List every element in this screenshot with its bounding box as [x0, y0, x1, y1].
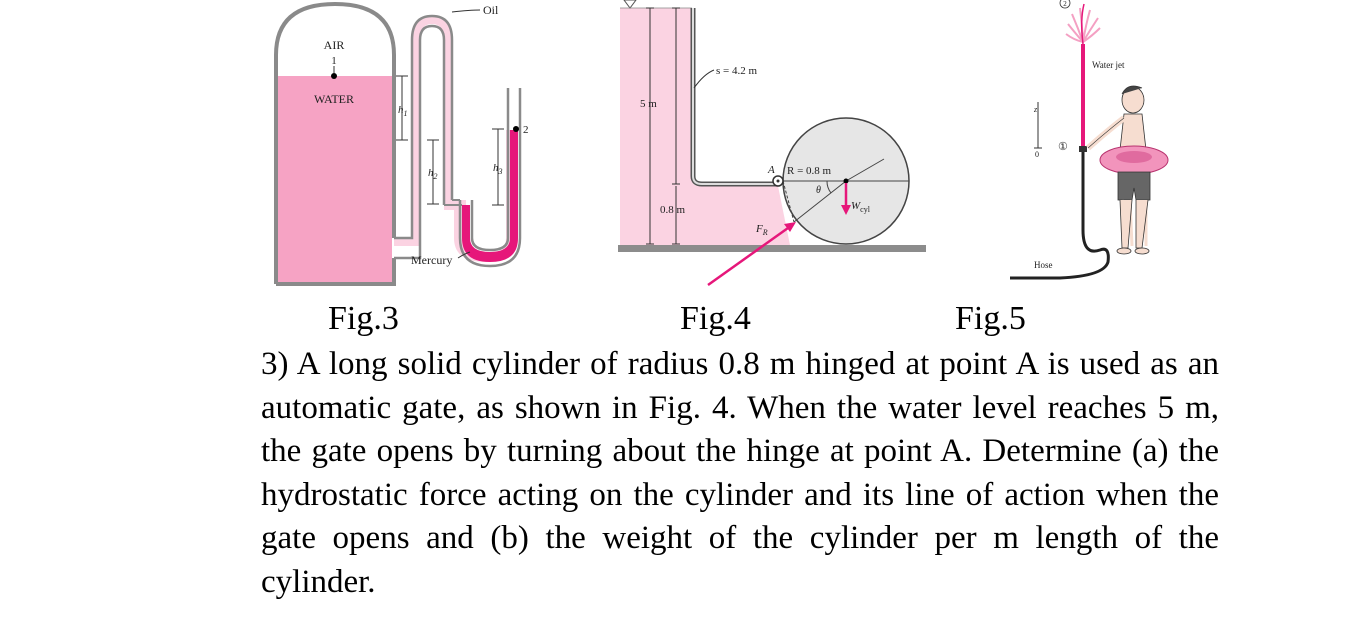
hinge-label: A	[767, 164, 775, 176]
force-label: FR	[755, 223, 768, 237]
point-2-label: 2	[523, 124, 529, 136]
water-spray	[1065, 3, 1101, 45]
zero-label: 0	[1035, 150, 1039, 159]
ground	[618, 245, 926, 252]
radius-label: R = 0.8 m	[787, 165, 832, 177]
tank-outline	[274, 1, 396, 284]
boy-figure	[1086, 85, 1169, 255]
gate-wall	[690, 8, 776, 187]
depth-dimension-label: 5 m	[640, 98, 657, 110]
h1-label: h1	[398, 104, 408, 118]
point-2-marker	[513, 126, 519, 132]
tank-water	[278, 76, 392, 283]
fig3-manometer-diagram: AIR 1 WATER 2 Oil Mercury h1 h2 h3	[274, 1, 529, 286]
fig4-cylinder-gate-diagram: s = 4.2 m 5 m 0.8 m A R = 0.8 m θ Wcyl F…	[618, 0, 926, 287]
water-label: WATER	[314, 92, 354, 106]
point-2-marker	[1059, 0, 1071, 9]
point-1-label: 1	[331, 55, 337, 67]
fig4-caption: Fig.4	[680, 300, 751, 337]
point-1-marker	[331, 73, 337, 79]
water-jet-label: Water jet	[1092, 60, 1125, 70]
hose-label: Hose	[1034, 260, 1053, 270]
h3-label: h3	[493, 162, 503, 176]
mercury-label: Mercury	[411, 253, 452, 267]
air-label: AIR	[324, 38, 345, 52]
z-axis-label: z	[1033, 105, 1038, 114]
figures-panel: AIR 1 WATER 2 Oil Mercury h1 h2 h3	[274, 0, 1169, 287]
mercury-column	[462, 130, 518, 262]
h2-label: h2	[428, 167, 438, 181]
water-jet-stream	[1081, 44, 1085, 148]
fig5-water-jet-diagram: 2 z 0 ① Water jet Hose	[1010, 0, 1169, 280]
point-1-marker: ①	[1058, 141, 1068, 153]
theta-label: θ	[816, 185, 821, 196]
reservoir-water	[620, 8, 790, 245]
fig3-caption: Fig.3	[328, 300, 399, 337]
oil-label: Oil	[483, 3, 499, 17]
top-marker-label: 2	[1063, 0, 1067, 8]
fig5-caption: Fig.5	[955, 300, 1026, 337]
s-dimension-label: s = 4.2 m	[716, 65, 757, 77]
hose	[1010, 152, 1110, 280]
gap-dimension-label: 0.8 m	[660, 204, 686, 216]
problem-statement: 3) A long solid cylinder of radius 0.8 m…	[261, 346, 1219, 600]
resultant-force-arrow	[707, 226, 789, 287]
weight-label: Wcyl	[851, 200, 871, 214]
